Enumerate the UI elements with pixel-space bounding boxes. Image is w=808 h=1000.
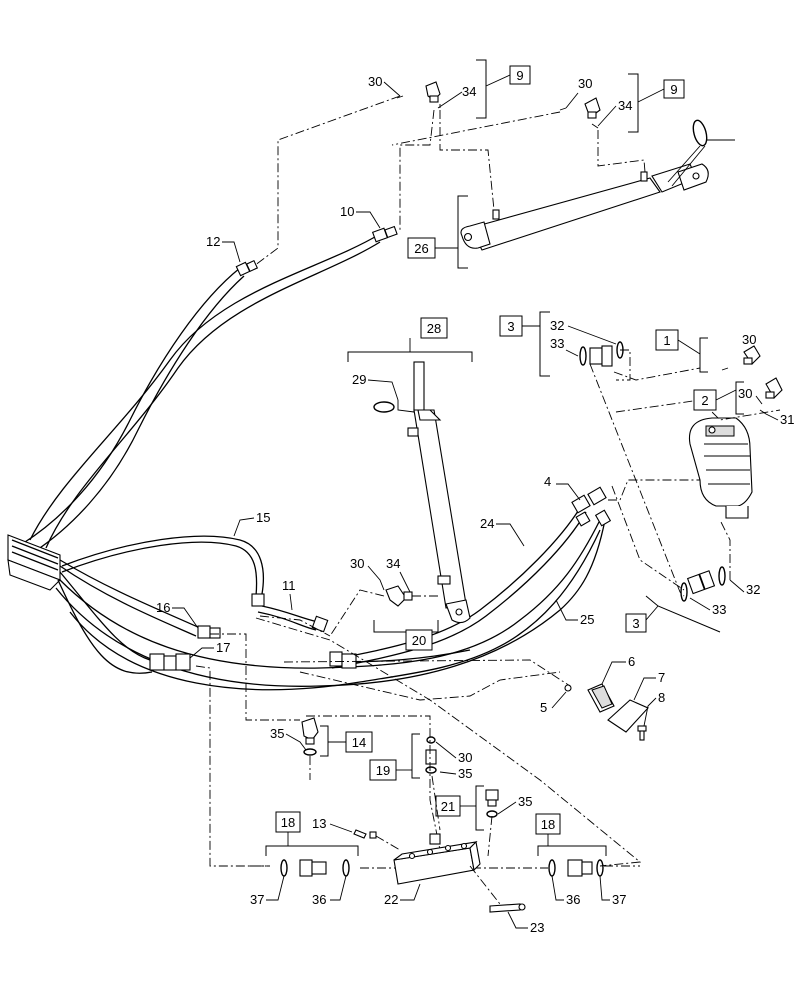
callout-33: 33 [550, 336, 564, 351]
callout-34: 34 [618, 98, 632, 113]
callout-1: 1 [663, 333, 670, 348]
callout-30: 30 [350, 556, 364, 571]
callout-10: 10 [340, 204, 354, 219]
callout-36: 36 [312, 892, 326, 907]
callout-18-left: 18 [281, 815, 295, 830]
nut-5 [564, 684, 572, 692]
callout-15: 15 [256, 510, 270, 525]
callout-25: 25 [580, 612, 594, 627]
callout-36: 36 [566, 892, 580, 907]
callout-35: 35 [518, 794, 532, 809]
bolt-23 [489, 903, 526, 913]
callout-5: 5 [540, 700, 547, 715]
callout-24: 24 [480, 516, 494, 531]
callout-30: 30 [578, 76, 592, 91]
elbow-fitting-1 [743, 345, 761, 365]
adapter-fitting-33-bottom [680, 566, 726, 602]
fitting-4 [571, 486, 612, 527]
elbow-fitting-34-right [584, 97, 601, 119]
hose-12 [21, 259, 259, 553]
callout-30: 30 [368, 74, 382, 89]
callout-16: 16 [156, 600, 170, 615]
fitting-19 [425, 736, 437, 774]
callout-2: 2 [701, 393, 708, 408]
callout-12: 12 [206, 234, 220, 249]
callout-30: 30 [738, 386, 752, 401]
o-ring-27 [692, 119, 708, 147]
callout-20: 20 [412, 633, 426, 648]
callout-32: 32 [550, 318, 564, 333]
callout-34: 34 [386, 556, 400, 571]
callout-22: 22 [384, 892, 398, 907]
callout-17: 17 [216, 640, 230, 655]
screw-13 [353, 829, 377, 839]
callout-30: 30 [742, 332, 756, 347]
callout-35: 35 [270, 726, 284, 741]
callout-19: 19 [376, 763, 390, 778]
callout-23: 23 [530, 920, 544, 935]
callout-33: 33 [712, 602, 726, 617]
callout-35: 35 [458, 766, 472, 781]
o-ring-29 [373, 401, 395, 413]
fitting-hose-end [329, 651, 357, 669]
callout-18-right: 18 [541, 817, 555, 832]
callout-34: 34 [462, 84, 476, 99]
cap-fitting-21 [485, 789, 499, 818]
callout-26: 26 [414, 241, 428, 256]
adapter-fitting-33-top [579, 341, 624, 367]
coupler-fitting-36-right [548, 859, 604, 877]
callout-6: 6 [628, 654, 635, 669]
hose-10 [29, 225, 398, 549]
callout-14: 14 [352, 735, 366, 750]
callout-11: 11 [282, 578, 296, 593]
elbow-fitting-34-left [425, 81, 441, 103]
callout-37: 37 [250, 892, 264, 907]
callout-21: 21 [441, 799, 455, 814]
callout-13: 13 [312, 816, 326, 831]
coupler-fitting-36-left [280, 859, 350, 877]
callout-31: 31 [780, 412, 794, 427]
elbow-fitting-2 [765, 377, 783, 399]
manifold-block-22 [393, 833, 481, 885]
callout-32: 32 [746, 582, 760, 597]
rotary-motor [688, 417, 753, 519]
callout-29: 29 [352, 372, 366, 387]
callout-9-right: 9 [670, 82, 677, 97]
hydraulic-cylinder-28 [407, 361, 471, 624]
fitting-17 [149, 653, 191, 671]
elbow-fitting-14 [301, 717, 319, 745]
callout-9-left: 9 [516, 68, 523, 83]
callout-3-top: 3 [507, 319, 514, 334]
fitting-16 [197, 625, 221, 639]
clamp-6 [587, 683, 615, 713]
hose-bundle-clamp [7, 534, 61, 591]
callout-3-bottom: 3 [632, 616, 639, 631]
callout-7: 7 [658, 670, 665, 685]
callout-30: 30 [458, 750, 472, 765]
callout-4: 4 [544, 474, 551, 489]
callout-28: 28 [427, 321, 441, 336]
callout-8: 8 [658, 690, 665, 705]
bolt-8 [637, 725, 647, 741]
callout-37: 37 [612, 892, 626, 907]
hydraulic-cylinder-26 [460, 163, 709, 251]
